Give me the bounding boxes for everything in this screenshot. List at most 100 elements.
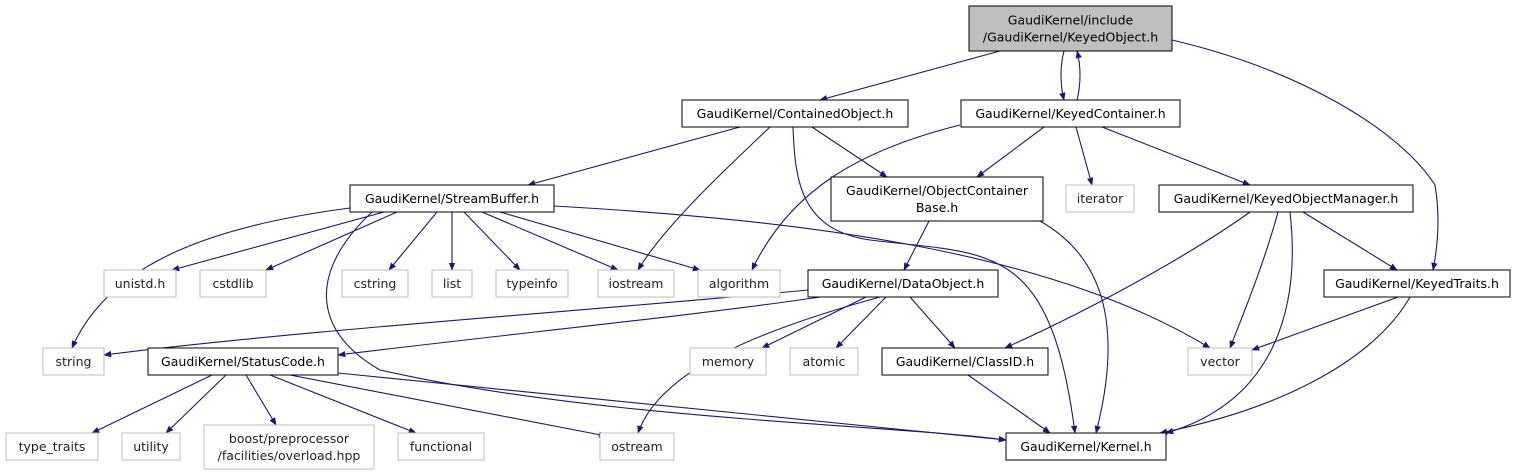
node-label-keyedobject: GaudiKernel/include [1008, 13, 1134, 28]
node-box-type_traits [5, 432, 99, 461]
edge-keyedobject-to-keyedtraits [1171, 39, 1439, 271]
edge-dataobject-to-atomic [835, 296, 887, 349]
node-label-atomic: atomic [803, 354, 846, 369]
node-label-dataobject: GaudiKernel/DataObject.h [822, 276, 985, 291]
node-label-keyedtraits: GaudiKernel/KeyedTraits.h [1335, 276, 1499, 291]
node-box-list [431, 269, 473, 298]
edge-statuscode-to-ostream [289, 374, 607, 438]
node-box-unistd [103, 269, 177, 298]
node-box-containedobject [681, 99, 909, 128]
node-box-objectcontainerbase [830, 176, 1044, 222]
node-box-keyedcontainer [960, 99, 1181, 128]
node-label-algorithm: algorithm [709, 276, 769, 291]
node-label-cstring: cstring [354, 276, 397, 291]
node-streambuffer[interactable]: GaudiKernel/StreamBuffer.h [349, 184, 555, 213]
node-box-cstdlib [199, 269, 267, 298]
node-iostream: iostream [597, 269, 675, 298]
nodes-layer: GaudiKernel/include/GaudiKernel/KeyedObj… [5, 5, 1511, 470]
edge-dataobject-to-statuscode [337, 296, 821, 358]
node-keyedobjectmanager[interactable]: GaudiKernel/KeyedObjectManager.h [1158, 184, 1414, 213]
node-box-boostpp [203, 424, 375, 470]
edge-keyedobject-to-containedobject [819, 50, 1001, 102]
node-box-vector [1187, 347, 1253, 376]
edge-keyedtraits-to-vector [1251, 296, 1399, 351]
edge-statuscode-to-kernel [337, 372, 1007, 443]
node-algorithm: algorithm [697, 269, 781, 298]
node-containedobject[interactable]: GaudiKernel/ContainedObject.h [681, 99, 909, 128]
node-label-keyedobjectmanager: GaudiKernel/KeyedObjectManager.h [1174, 191, 1399, 206]
node-statuscode[interactable]: GaudiKernel/StatusCode.h [147, 347, 339, 376]
node-label-streambuffer: GaudiKernel/StreamBuffer.h [365, 191, 539, 206]
node-iterator: iterator [1065, 184, 1135, 213]
edge-statuscode-to-type_traits [91, 374, 213, 434]
node-keyedtraits[interactable]: GaudiKernel/KeyedTraits.h [1323, 269, 1511, 298]
node-kernel[interactable]: GaudiKernel/Kernel.h [1005, 432, 1167, 461]
edge-streambuffer-to-vector [553, 205, 1211, 349]
edge-classid-to-kernel [967, 374, 1051, 434]
node-ostream: ostream [599, 432, 675, 461]
edge-keyedobjectmanager-to-kernel [1165, 211, 1293, 435]
node-memory: memory [689, 347, 767, 376]
node-label-typeinfo: typeinfo [506, 276, 557, 291]
node-label-classid: GaudiKernel/ClassID.h [896, 354, 1034, 369]
node-keyedcontainer[interactable]: GaudiKernel/KeyedContainer.h [960, 99, 1181, 128]
node-box-streambuffer [349, 184, 555, 213]
edge-keyedobjectmanager-to-classid [1004, 211, 1251, 349]
node-string: string [42, 347, 105, 376]
node-label-cstdlib: cstdlib [212, 276, 253, 291]
edge-statuscode-to-functional [269, 374, 417, 434]
node-box-typeinfo [495, 269, 569, 298]
node-label-keyedobject: /GaudiKernel/KeyedObject.h [983, 30, 1158, 45]
node-label-objectcontainerbase: GaudiKernel/ObjectContainer [846, 183, 1029, 198]
node-box-functional [397, 432, 485, 461]
node-box-algorithm [697, 269, 781, 298]
node-box-dataobject [807, 269, 999, 298]
node-label-memory: memory [702, 354, 755, 369]
node-label-ostream: ostream [611, 439, 662, 454]
node-box-utility [121, 432, 181, 461]
edge-keyedcontainer-to-iterator [1075, 126, 1094, 186]
node-box-string [42, 347, 105, 376]
edge-keyedobject-to-keyedcontainer [1059, 50, 1066, 101]
node-cstring: cstring [341, 269, 409, 298]
edge-dataobject-to-string [103, 289, 809, 358]
edge-streambuffer-to-unistd [171, 211, 385, 272]
node-box-iterator [1065, 184, 1135, 213]
edge-streambuffer-to-iostream [481, 211, 619, 271]
edge-streambuffer-to-string [71, 207, 351, 349]
node-label-boostpp: boost/preprocessor [229, 431, 350, 446]
node-unistd: unistd.h [103, 269, 177, 298]
node-keyedobject[interactable]: GaudiKernel/include/GaudiKernel/KeyedObj… [968, 5, 1173, 52]
node-dataobject[interactable]: GaudiKernel/DataObject.h [807, 269, 999, 298]
node-typeinfo: typeinfo [495, 269, 569, 298]
node-box-kernel [1005, 432, 1167, 461]
node-label-iterator: iterator [1077, 191, 1124, 206]
edge-keyedtraits-to-kernel [1159, 296, 1411, 435]
edge-objectcontainerbase-to-kernel [1039, 220, 1109, 434]
node-label-utility: utility [133, 439, 169, 454]
node-label-type_traits: type_traits [19, 439, 86, 454]
edge-containedobject-to-iostream [637, 126, 771, 271]
edge-dataobject-to-classid [909, 296, 956, 349]
node-label-iostream: iostream [609, 276, 664, 291]
node-label-functional: functional [410, 439, 472, 454]
edge-objectcontainerbase-to-dataobject [903, 220, 930, 271]
edge-streambuffer-to-kernel [325, 211, 1007, 443]
node-label-list: list [443, 276, 461, 291]
edge-keyedobjectmanager-to-keyedtraits [1302, 211, 1398, 271]
edge-keyedcontainer-to-keyedobjectmanager [1101, 126, 1251, 186]
edge-containedobject-to-objectcontainerbase [811, 126, 888, 178]
node-box-memory [689, 347, 767, 376]
node-classid[interactable]: GaudiKernel/ClassID.h [881, 347, 1049, 376]
node-box-iostream [597, 269, 675, 298]
node-cstdlib: cstdlib [199, 269, 267, 298]
node-functional: functional [397, 432, 485, 461]
node-label-statuscode: GaudiKernel/StatusCode.h [161, 354, 325, 369]
edge-streambuffer-to-cstdlib [265, 211, 398, 271]
node-label-objectcontainerbase: Base.h [916, 200, 958, 215]
node-atomic: atomic [789, 347, 859, 376]
node-vector: vector [1187, 347, 1253, 376]
node-box-atomic [789, 347, 859, 376]
node-label-containedobject: GaudiKernel/ContainedObject.h [697, 106, 894, 121]
